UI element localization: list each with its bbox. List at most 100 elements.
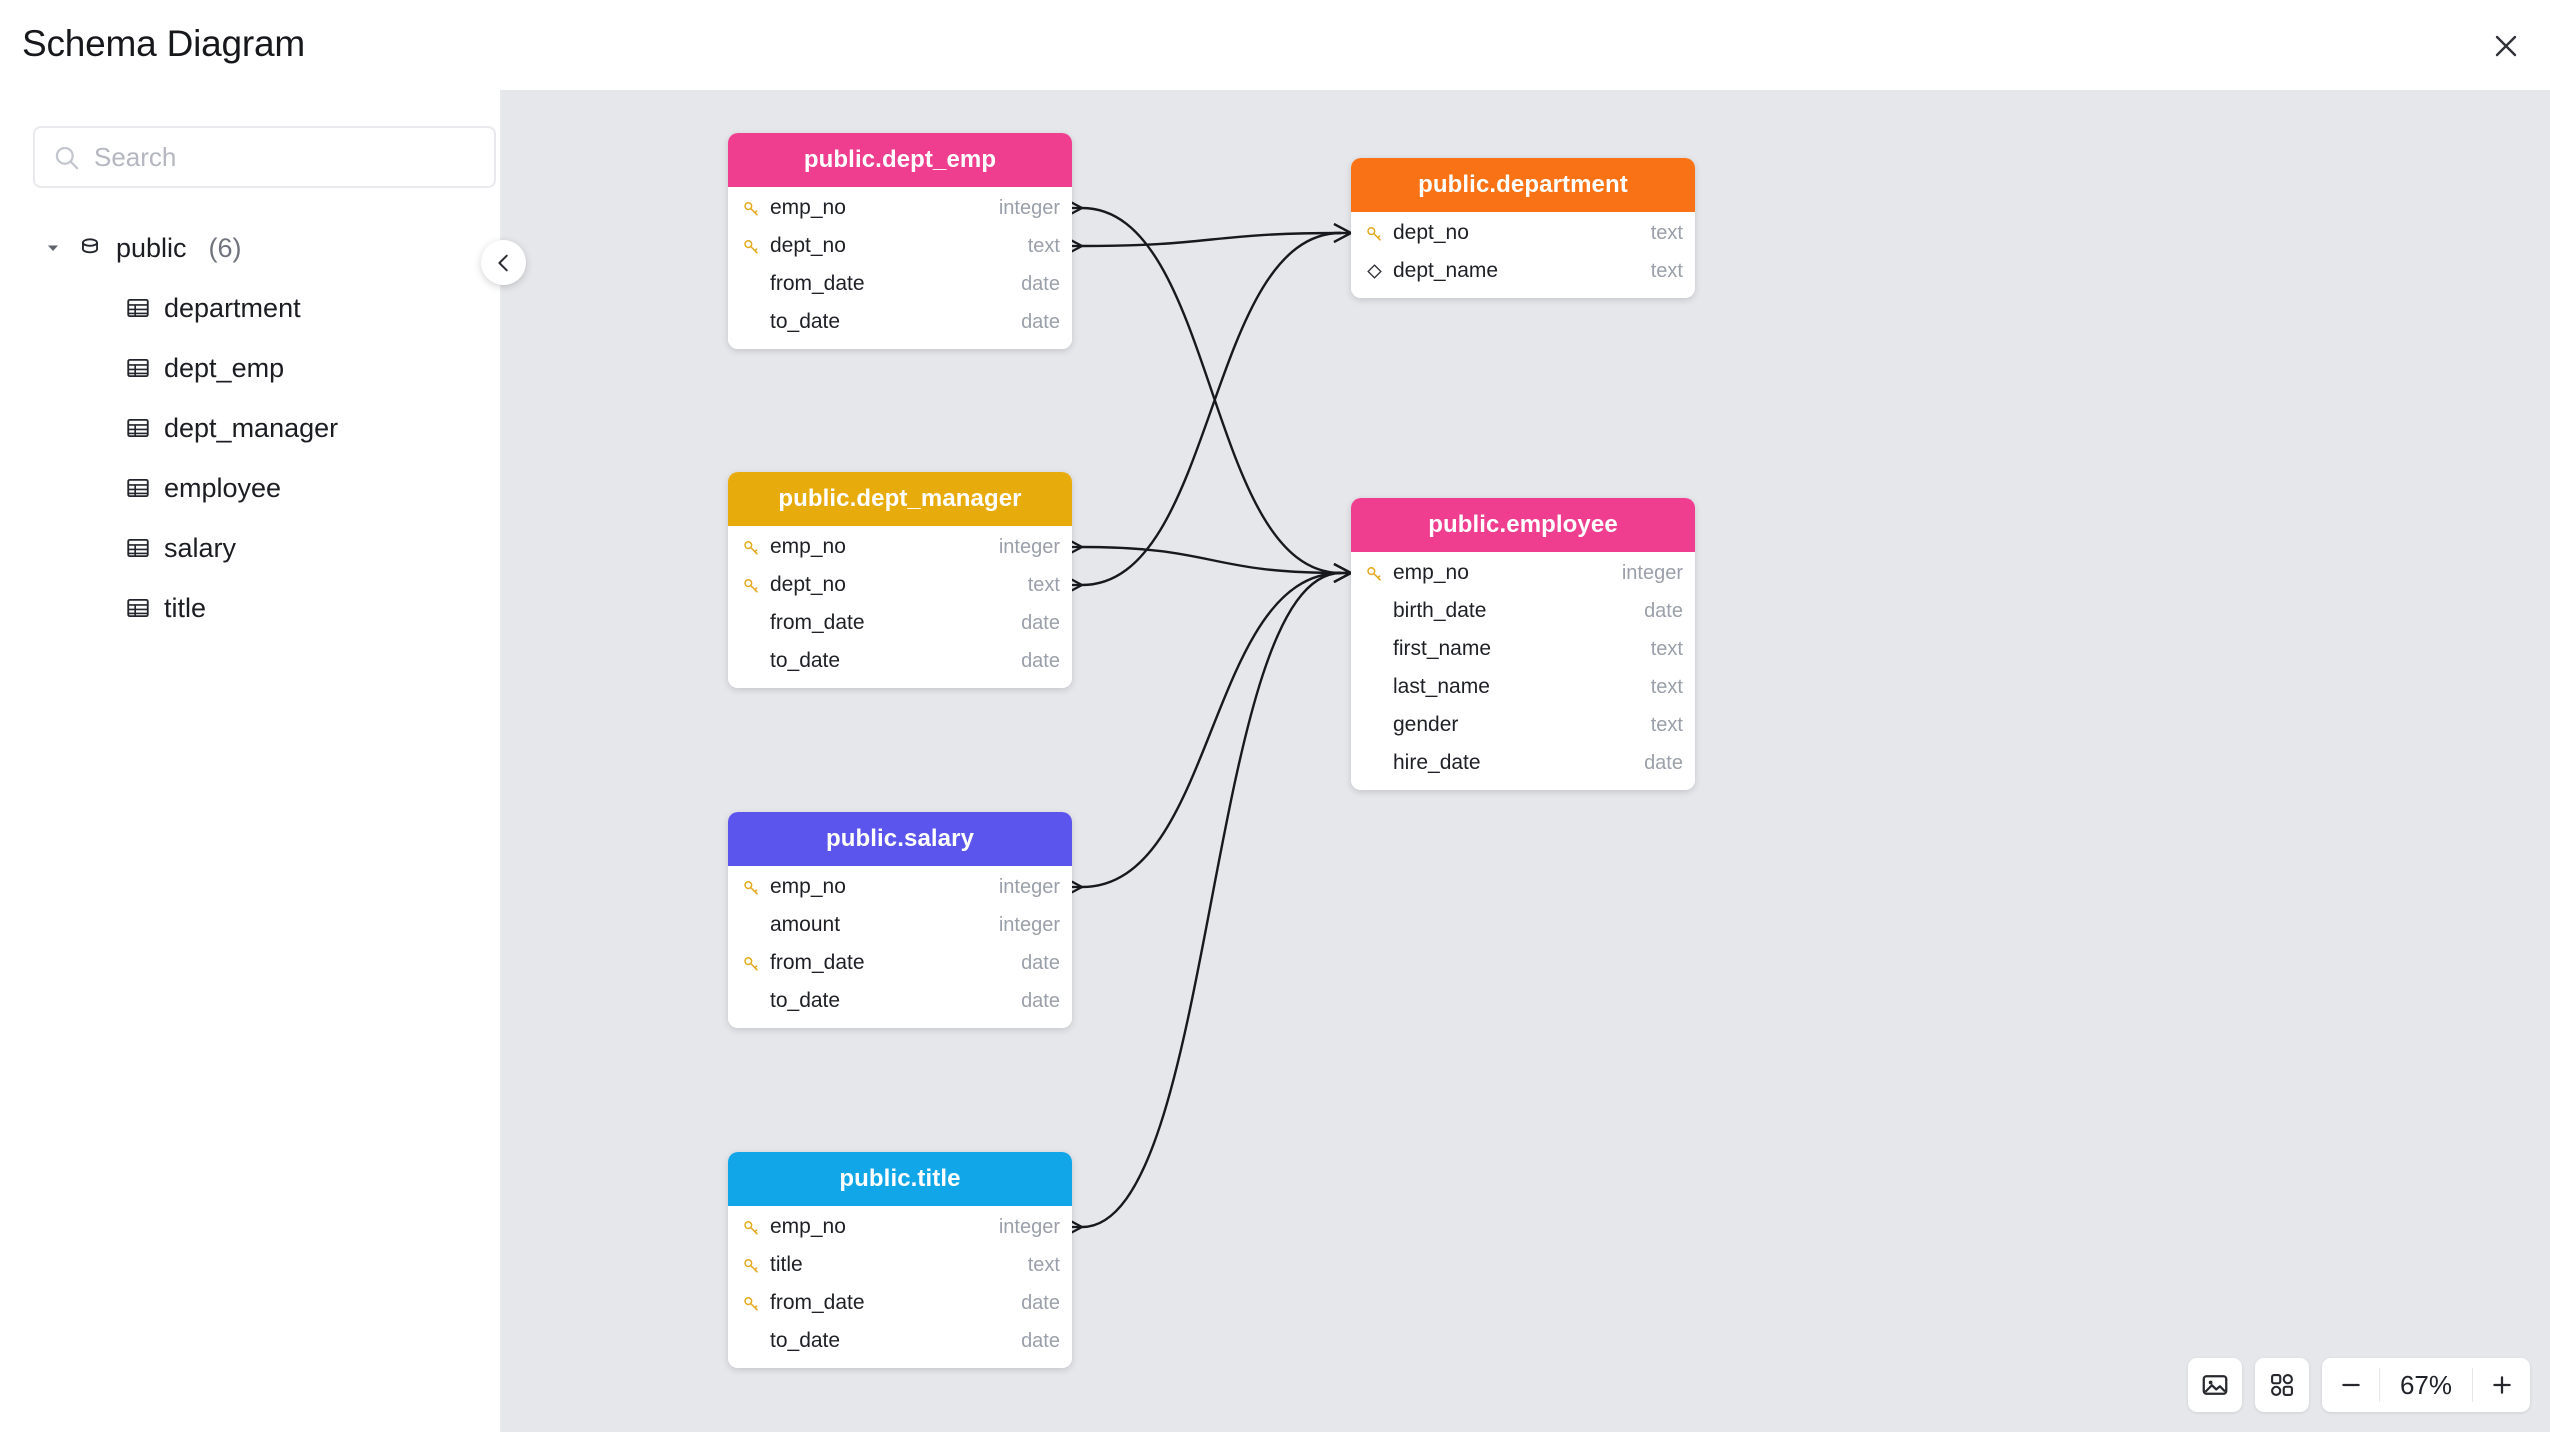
key-icon [740,536,762,558]
tree-node-schema-label: public [116,232,187,263]
table-field-name: emp_no [770,1215,846,1238]
key-icon [740,197,762,219]
key-icon [1363,222,1385,244]
crows-foot-marker [1333,563,1352,583]
table-field-type: integer [998,1215,1060,1238]
key-icon [740,952,762,974]
tree-node-schema-count: (6) [208,232,242,263]
tree-node-table-dept_emp[interactable]: dept_emp [0,338,502,398]
search-icon [55,146,79,169]
table-field-name: emp_no [770,196,846,219]
table-field-row[interactable]: emp_no integer [728,189,1072,227]
table-field-row[interactable]: from_date date [728,944,1072,982]
field-icon-placeholder [740,650,762,672]
table-field-name: amount [770,913,841,936]
table-field-type: integer [998,196,1060,219]
table-field-row[interactable]: to_date date [728,642,1072,680]
table-field-name: to_date [770,649,841,672]
table-field-row[interactable]: amount integer [728,906,1072,944]
tree-node-table-title[interactable]: title [0,578,502,638]
search-input[interactable] [94,141,476,173]
auto-layout-button[interactable] [2255,1358,2309,1412]
table-field-type: integer [998,913,1060,936]
table-field-name: emp_no [770,875,846,898]
relationship-edge [1333,563,1352,574]
tree-node-schema-public[interactable]: public (6) [0,218,502,278]
table-field-row[interactable]: emp_no integer [728,1208,1072,1246]
tree-node-table-salary[interactable]: salary [0,518,502,578]
relationship-edge [1081,231,1342,248]
tree-node-table-department[interactable]: department [0,278,502,338]
zoom-control-group: 67% [2322,1358,2530,1412]
field-icon-placeholder [1363,600,1385,622]
close-icon [2495,35,2517,57]
table-node-title: public.dept_manager [728,472,1072,526]
table-field-type: date [1021,989,1060,1012]
zoom-level-label[interactable]: 67% [2399,1369,2453,1400]
table-field-name: dept_no [770,573,846,596]
zoom-in-button[interactable] [2473,1358,2530,1412]
table-field-name: from_date [770,951,865,974]
table-field-type: date [1644,751,1683,774]
table-field-name: dept_no [770,234,846,257]
relationship-edge [1081,231,1342,587]
tree-node-table-label: title [164,592,207,623]
search-box[interactable] [33,126,496,188]
table-field-type: date [1021,649,1060,672]
relationship-edge [1333,572,1352,583]
field-icon-placeholder [1363,752,1385,774]
sidebar-collapse-button[interactable] [481,240,526,285]
table-field-type: date [1021,951,1060,974]
tree-node-table-dept_manager[interactable]: dept_manager [0,398,502,458]
search-container [33,126,496,188]
grid-icon [2271,1374,2293,1396]
key-icon [1363,562,1385,584]
crows-foot-marker [1333,223,1352,243]
field-icon-placeholder [740,914,762,936]
export-image-button[interactable] [2188,1358,2242,1412]
crows-foot-marker [1333,223,1352,243]
tree-node-table-employee[interactable]: employee [0,458,502,518]
zoom-out-button[interactable] [2322,1358,2379,1412]
table-icon [125,355,151,381]
field-icon-placeholder [740,1330,762,1352]
table-field-name: gender [1393,713,1459,736]
table-node-title: public.title [728,1152,1072,1206]
table-field-name: dept_name [1393,259,1499,282]
field-icon-placeholder [740,612,762,634]
caret-down-icon[interactable] [42,237,64,259]
crows-foot-marker [1333,563,1352,583]
close-button[interactable] [2486,26,2526,66]
